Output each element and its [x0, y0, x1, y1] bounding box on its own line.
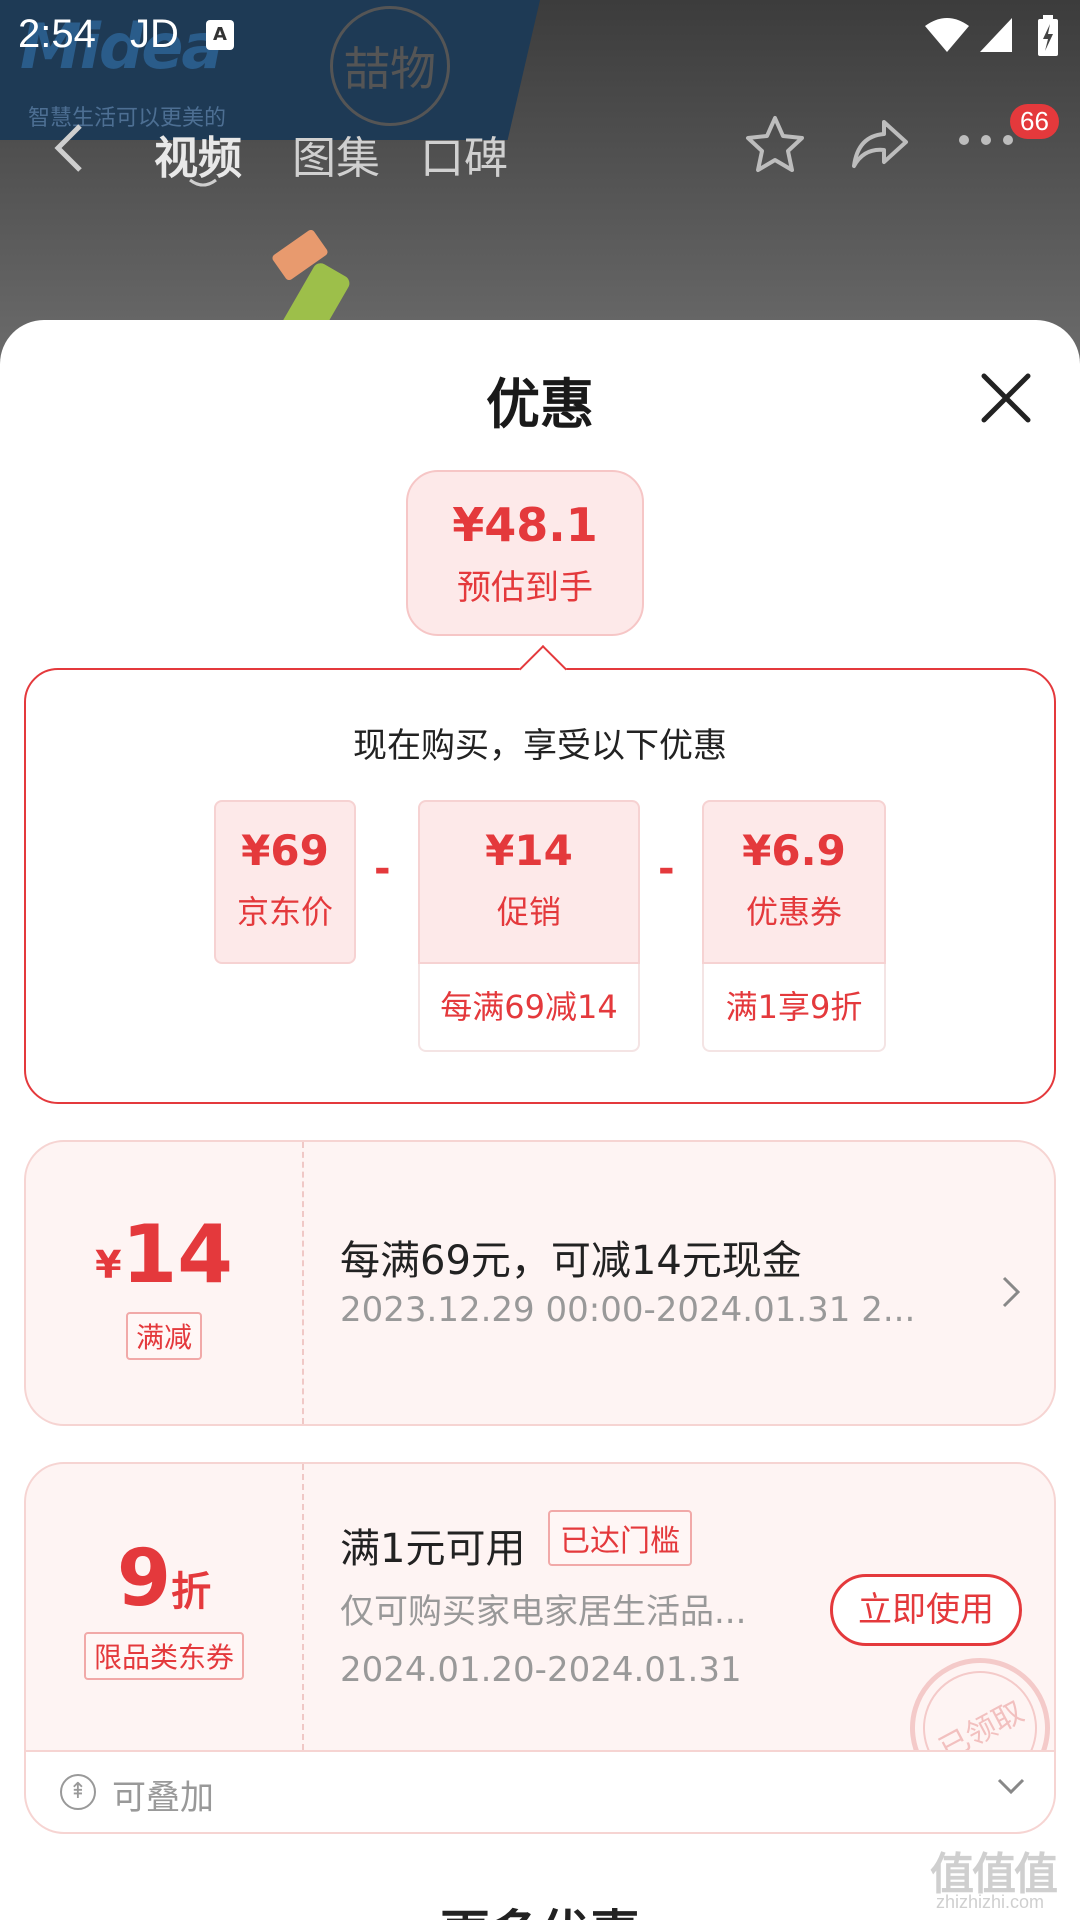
threshold-reached-tag: 已达门槛 — [548, 1510, 692, 1566]
close-icon[interactable] — [978, 370, 1034, 426]
jd-price-value: ¥69 — [241, 826, 329, 875]
promotion-box: ¥14 促销 — [418, 800, 640, 964]
coupon-period: 2024.01.20-2024.01.31 — [340, 1650, 742, 1690]
discount-unit: 折 — [171, 1569, 212, 1615]
minus-operator: - — [374, 846, 391, 892]
chevron-right-icon[interactable] — [1000, 1274, 1024, 1310]
estimated-price-label: 预估到手 — [457, 568, 593, 608]
back-icon[interactable] — [50, 120, 90, 176]
stackable-row[interactable]: ⇞ 可叠加 — [24, 1752, 1056, 1834]
jd-price-box: ¥69 京东价 — [214, 800, 356, 964]
jd-price-label: 京东价 — [236, 893, 333, 931]
estimated-price-card: ¥48.1 预估到手 — [406, 470, 644, 636]
status-time: 2:54 — [18, 12, 96, 56]
promotion-coupon-card[interactable]: ¥14 满减 每满69元，可减14元现金 2023.12.29 00:00-20… — [24, 1140, 1056, 1426]
tab-gallery[interactable]: 图集 — [292, 133, 380, 184]
use-now-button[interactable]: 立即使用 — [830, 1574, 1022, 1646]
more-promotions-heading: 更多优惠 — [0, 1894, 1080, 1920]
coupon-type-tag: 限品类东券 — [83, 1632, 244, 1680]
coupon-label: 优惠券 — [745, 893, 842, 931]
status-bar: 2:54 JD A — [0, 0, 1080, 72]
coupon-type-tag: 满减 — [125, 1312, 202, 1360]
watermark-url: zhizhizhi.com — [936, 1892, 1045, 1912]
coupon-title: 每满69元，可减14元现金 — [340, 1238, 802, 1284]
promotion-detail: 每满69减14 — [418, 964, 640, 1052]
signal-icon — [980, 18, 1012, 52]
breakdown-heading: 现在购买，享受以下优惠 — [353, 726, 727, 766]
stackable-label: 可叠加 — [112, 1778, 214, 1818]
coupon-divider — [302, 1142, 304, 1424]
brand-banner: Midea 智慧生活可以更美的 — [0, 0, 540, 140]
background-product-page: Midea 智慧生活可以更美的 喆物 — [0, 0, 1080, 360]
status-app-label: JD — [130, 12, 179, 56]
brand-logo: Midea — [20, 10, 223, 83]
breakdown-pointer — [518, 644, 568, 694]
more-options-icon[interactable] — [956, 130, 1016, 150]
wifi-icon — [925, 18, 969, 52]
coupon-period: 2023.12.29 00:00-2024.01.31 2... — [340, 1290, 916, 1330]
coupon-scope: 仅可购买家电家居生活品... — [340, 1592, 747, 1632]
active-tab-indicator — [189, 178, 217, 187]
discount-coupon-card: 9折 限品类东券 满1元可用 已达门槛 仅可购买家电家居生活品... 2024.… — [24, 1462, 1056, 1752]
chevron-down-icon[interactable] — [996, 1776, 1026, 1796]
battery-icon — [1038, 15, 1058, 56]
claimed-stamp: 已领取 — [885, 1633, 1054, 1750]
minus-operator: - — [658, 846, 675, 892]
estimated-price: ¥48.1 — [452, 498, 598, 552]
watermark: 值值值 — [930, 1849, 1058, 1900]
favorite-star-icon[interactable] — [744, 114, 806, 176]
sheet-title: 优惠 — [486, 373, 594, 436]
discount-amount: 9 — [116, 1534, 172, 1624]
message-count-badge: 66 — [1010, 104, 1059, 139]
stack-icon: ⇞ — [60, 1774, 96, 1810]
brand-slogan: 智慧生活可以更美的 — [28, 106, 227, 131]
promotion-value: ¥14 — [485, 826, 573, 875]
coupon-divider — [302, 1464, 304, 1750]
coupon-value: ¥6.9 — [742, 826, 846, 875]
coupon-box: ¥6.9 优惠券 — [702, 800, 886, 964]
coupon-title: 满1元可用 — [340, 1526, 526, 1572]
price-breakdown-card: 现在购买，享受以下优惠 ¥69 京东价 - ¥14 促销 每满69减14 - ¥… — [24, 644, 1056, 1104]
product-image — [255, 228, 355, 350]
promotion-label: 促销 — [496, 893, 561, 931]
notification-icon: A — [206, 20, 234, 50]
share-icon[interactable] — [850, 114, 910, 174]
coupon-detail: 满1享9折 — [702, 964, 886, 1052]
tab-video[interactable]: 视频 — [154, 133, 242, 184]
tab-reviews[interactable]: 口碑 — [420, 133, 508, 184]
currency-symbol: ¥ — [95, 1243, 122, 1287]
promotions-sheet: 优惠 ¥48.1 预估到手 现在购买，享受以下优惠 ¥69 京东价 - ¥14 … — [0, 320, 1080, 1920]
product-nav-bar: 视频 图集 口碑 66 — [0, 100, 1080, 200]
shop-logo: 喆物 — [330, 6, 450, 126]
promotion-amount: 14 — [121, 1208, 233, 1301]
